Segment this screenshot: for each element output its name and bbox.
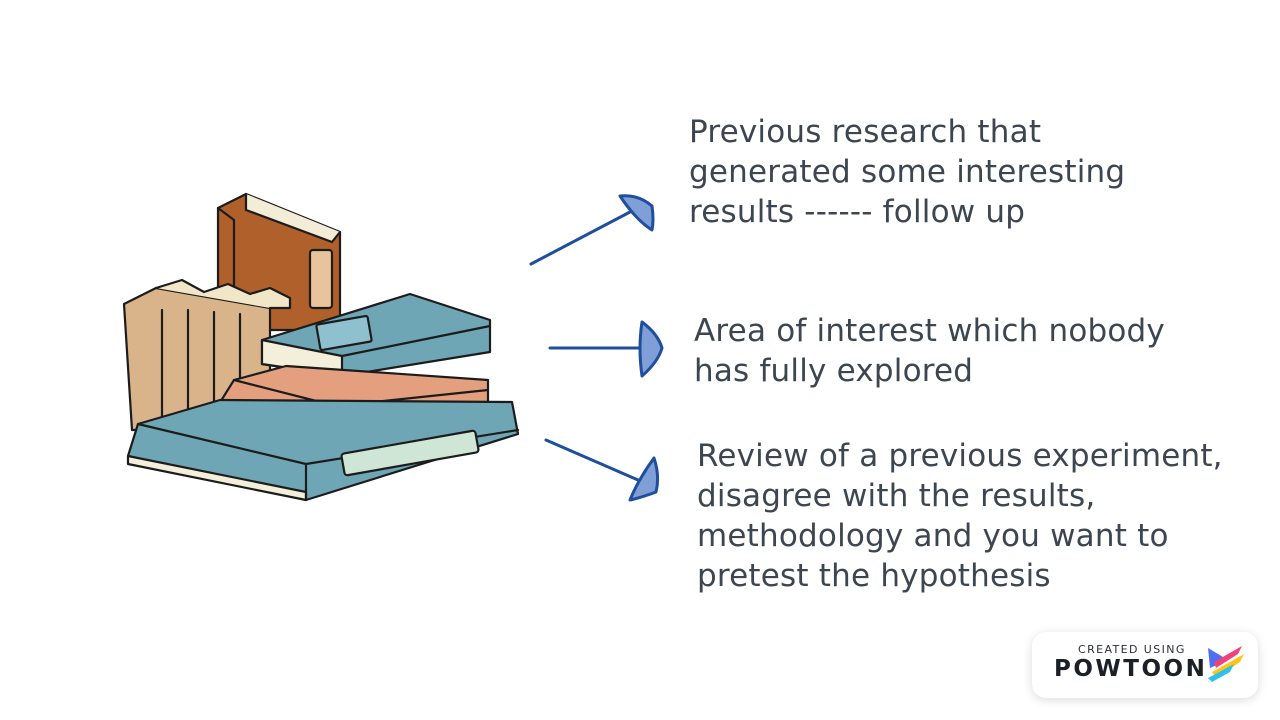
badge-brand-name: POWTOON bbox=[1054, 656, 1208, 682]
point-text-2: Area of interest which nobody has fully … bbox=[694, 313, 1165, 389]
arrow-right-icon bbox=[529, 194, 655, 266]
point-text-1: Previous research that generated some in… bbox=[689, 114, 1126, 230]
stack-of-books-illustration bbox=[122, 192, 520, 502]
powtoon-badge[interactable]: CREATED USING POWTOON bbox=[1032, 632, 1258, 698]
arrow-right-icon bbox=[544, 438, 660, 502]
arrow-right-icon bbox=[548, 320, 664, 378]
powtoon-logo-icon bbox=[1208, 646, 1244, 682]
badge-created-using: CREATED USING bbox=[1078, 643, 1186, 656]
point-text-3: Review of a previous experiment, disagre… bbox=[697, 438, 1223, 594]
